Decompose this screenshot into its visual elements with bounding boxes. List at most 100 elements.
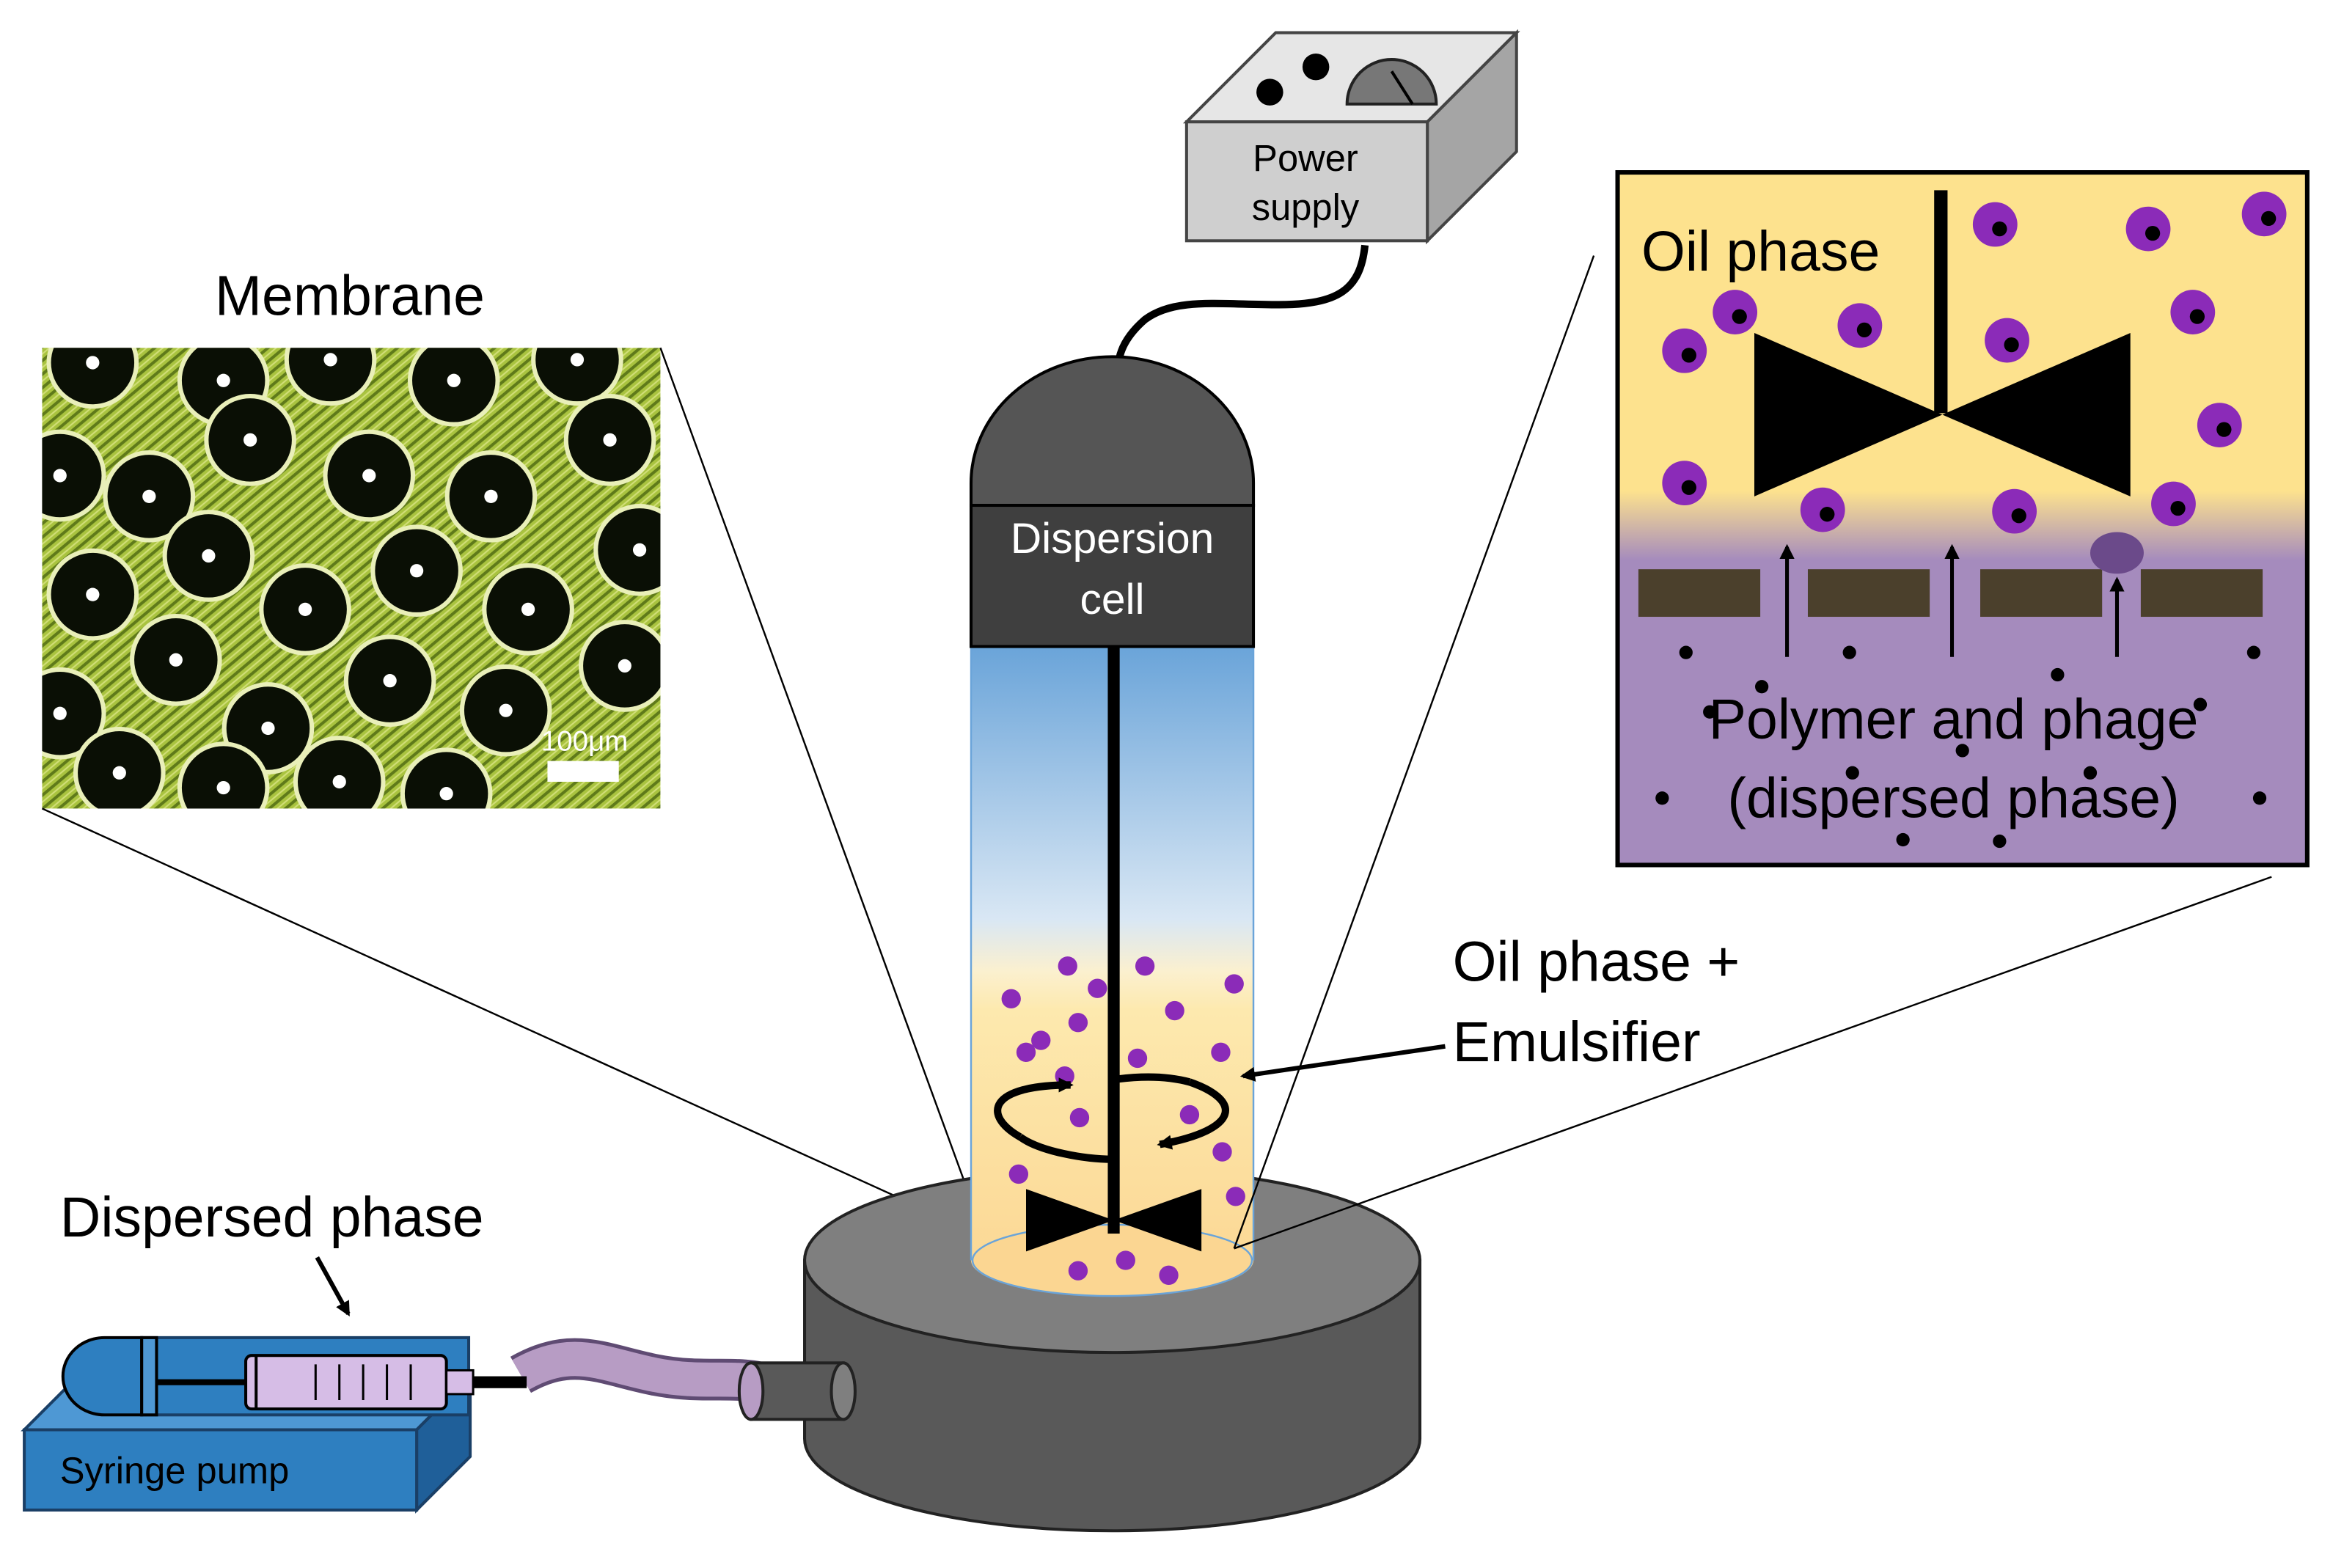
droplet: [1224, 974, 1244, 994]
cell-head: [969, 355, 1256, 508]
membrane-pore: [598, 508, 661, 592]
membrane-pore-center: [86, 587, 100, 601]
membrane-title: Membrane: [215, 265, 485, 328]
inset-panel: Oil phase Polymer and phage (dispersed p…: [1615, 170, 2310, 868]
impeller-icon: [1025, 1189, 1202, 1252]
membrane-section: [1638, 569, 2263, 618]
syringe-pump: Syringe pump: [21, 1336, 527, 1514]
membrane-pore: [42, 672, 102, 755]
phage-core: [2261, 210, 2277, 227]
gauge-icon: [1345, 58, 1438, 106]
droplet: [1008, 1164, 1029, 1184]
phage-core: [1992, 221, 2007, 237]
phage-core: [2170, 500, 2186, 516]
dispersion-cell: Dispersion cell: [969, 355, 1256, 1297]
membrane-pore-center: [570, 353, 585, 367]
phage-particle: [1679, 645, 1693, 659]
phage-particle: [2246, 645, 2261, 659]
membrane-pore: [51, 348, 135, 405]
oil-phase-pointer: [1239, 1044, 1446, 1082]
syringe-pump-label: Syringe pump: [60, 1449, 290, 1491]
phage-particle: [1842, 645, 1856, 659]
membrane-pore-center: [603, 433, 617, 447]
phage-particle: [1655, 791, 1669, 805]
phage-core: [1681, 480, 1696, 495]
phage-core: [2011, 508, 2026, 524]
membrane-pore-center: [632, 543, 647, 557]
oil-phase-emulsifier-label: Oil phase +: [1453, 931, 1740, 994]
phage-core: [2216, 422, 2232, 437]
membrane-pore-center: [383, 674, 397, 688]
phage-particle: [1703, 705, 1717, 719]
phage-core: [2189, 309, 2205, 324]
forming-droplet: [2090, 532, 2144, 574]
membrane-pore-center: [332, 774, 346, 789]
inset-polymer-label: Polymer and phage: [1709, 688, 2199, 751]
phage-particle: [2193, 697, 2208, 711]
membrane-pore-center: [261, 721, 275, 736]
droplet: [1031, 1030, 1051, 1050]
power-supply-label: Power: [1253, 137, 1358, 179]
dispersed-phase-arrow: [315, 1256, 351, 1317]
membrane-pore: [288, 348, 373, 402]
phage-core: [1681, 348, 1696, 363]
membrane-pore-center: [86, 356, 100, 370]
membrane-pore-center: [243, 433, 257, 447]
membrane-pore-center: [447, 373, 461, 387]
membrane-pore: [535, 348, 619, 402]
membrane-pore: [181, 746, 265, 809]
droplet: [1088, 978, 1107, 998]
inset-polymer-label: (dispersed phase): [1727, 767, 2179, 830]
membrane-pore-center: [216, 780, 230, 795]
dispersion-cell-label: Dispersion: [1011, 515, 1215, 563]
phage-core: [1856, 322, 1872, 338]
phage-particle: [2051, 667, 2065, 682]
membrane-pore-center: [323, 353, 337, 367]
scale-bar: [547, 761, 619, 782]
droplet: [1069, 1107, 1090, 1128]
membrane-pore-center: [362, 469, 376, 483]
phage-particle: [1955, 744, 1969, 758]
droplet: [1135, 956, 1155, 976]
membrane-pore-center: [499, 703, 513, 717]
phage-core: [2145, 226, 2161, 241]
membrane-pore: [404, 752, 488, 809]
scale-bar-label: 100μm: [541, 725, 629, 757]
membrane-pore-center: [112, 766, 126, 780]
droplet: [1179, 1104, 1200, 1125]
droplet: [1127, 1048, 1148, 1069]
membrane-pore-center: [53, 469, 67, 483]
phage-particles: [1655, 645, 2267, 849]
membrane-pore-center: [216, 373, 230, 387]
membrane-pore-center: [53, 706, 67, 720]
membrane-pore-center: [439, 787, 453, 801]
membrane-pore-center: [202, 549, 216, 563]
membrane-pore-center: [521, 602, 535, 617]
droplet: [1159, 1265, 1179, 1285]
membrane-pore-center: [169, 653, 183, 667]
dispersion-cell-label: cell: [1080, 576, 1144, 623]
polymer-droplets: [1662, 191, 2287, 534]
droplet: [1211, 1042, 1231, 1062]
membrane-pore-center: [142, 489, 156, 503]
flow-arrows: [1779, 543, 2125, 657]
outlet-connector: [737, 1361, 857, 1421]
droplet: [1165, 1000, 1184, 1021]
phage-particle: [2083, 766, 2098, 780]
rotation-arrow-icon: [994, 1077, 1074, 1140]
droplet: [1212, 1142, 1232, 1162]
rotation-arrow-icon: [1157, 1078, 1229, 1150]
droplet: [1226, 1187, 1245, 1206]
droplet: [1068, 1261, 1088, 1281]
inset-oil-phase-label: Oil phase: [1641, 220, 1880, 283]
stirrer-shaft: [1107, 646, 1120, 1234]
inset-impeller-icon: [1754, 332, 2131, 497]
membrane-zoom-lines: [41, 347, 986, 1238]
power-cable: [1114, 244, 1369, 369]
knob-icon: [1302, 53, 1330, 81]
phage-core: [2004, 337, 2019, 353]
membrane-micrograph: 100μm: [42, 348, 661, 809]
syringe-barrel: [244, 1354, 448, 1411]
phage-particle: [1845, 766, 1859, 780]
